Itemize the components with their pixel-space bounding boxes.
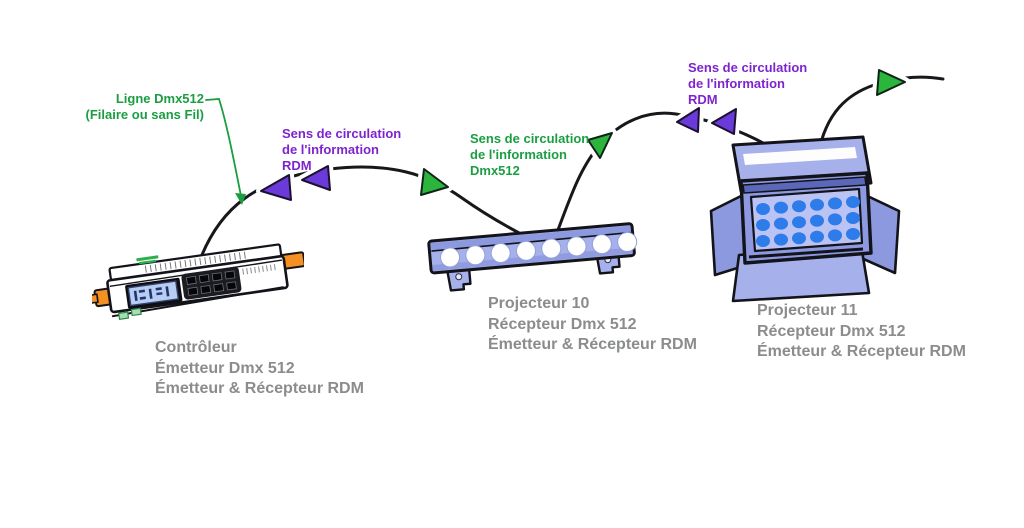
projector10-label: Projecteur 10 Récepteur Dmx 512 Émetteur… xyxy=(488,294,697,356)
dmx-flow-annotation: Sens de circulation de l'information Dmx… xyxy=(470,131,589,179)
device-role: Récepteur Dmx 512 xyxy=(488,315,637,333)
dmx512-arrow-icon xyxy=(583,128,617,163)
vent-hatch xyxy=(242,264,276,275)
keypad-keys xyxy=(185,270,237,296)
annotation-line: Dmx512 xyxy=(470,163,520,178)
vent-hatch xyxy=(144,251,246,273)
led-bar-illustration xyxy=(427,222,638,292)
rdm-flow-annotation-1: Sens de circulation de l'information RDM xyxy=(282,126,401,174)
annotation-line: Ligne Dmx512 xyxy=(115,91,204,106)
lcd-digits xyxy=(133,286,170,301)
rdm-arrow-icon xyxy=(297,161,335,195)
rdm-arrow-icon xyxy=(256,170,296,205)
panel-light-illustration xyxy=(709,135,901,303)
bar-top-shade xyxy=(430,225,631,251)
annotation-line: Sens de circulation xyxy=(688,60,808,75)
device-role: Émetteur Dmx 512 xyxy=(155,359,295,377)
cable-controller-to-projector10 xyxy=(195,165,523,270)
annotation-line: RDM xyxy=(282,158,312,173)
dmx-line-annotation: Ligne Dmx512 (Filaire ou sans Fil) xyxy=(80,91,204,123)
device-title: Projecteur 11 xyxy=(757,302,858,319)
dmx-line-pointer-arrow xyxy=(205,98,246,205)
projector11-label: Projecteur 11 Récepteur Dmx 512 Émetteur… xyxy=(757,301,966,363)
rdm-arrow-icon xyxy=(707,104,741,139)
annotation-line: (Filaire ou sans Fil) xyxy=(85,107,204,122)
dmx512-arrow-icon xyxy=(416,164,453,200)
status-leds xyxy=(118,307,142,320)
device-title: Contrôleur xyxy=(155,339,237,356)
brand-logo xyxy=(136,255,159,262)
device-role: Récepteur Dmx 512 xyxy=(757,322,906,340)
led-matrix xyxy=(756,196,860,247)
device-role: Émetteur & Récepteur RDM xyxy=(488,336,697,353)
controller-label: Contrôleur Émetteur Dmx 512 Émetteur & R… xyxy=(155,338,364,400)
led-lens-row xyxy=(440,231,638,268)
brand-logo xyxy=(138,259,156,265)
device-role: Émetteur & Récepteur RDM xyxy=(155,380,364,397)
annotation-line: de l'information xyxy=(282,142,379,157)
rdm-arrow-icon xyxy=(672,103,704,137)
annotation-line: Sens de circulation xyxy=(470,131,590,146)
controller-illustration xyxy=(92,243,304,320)
annotation-line: Sens de circulation xyxy=(282,126,402,141)
device-role: Émetteur & Récepteur RDM xyxy=(757,343,966,360)
rack-ear-pin xyxy=(92,293,99,304)
dmx512-arrow-icon xyxy=(872,65,910,100)
annotation-line: RDM xyxy=(688,92,718,107)
bar-foot-left xyxy=(445,266,472,292)
annotation-line: de l'information xyxy=(470,147,567,162)
device-title: Projecteur 10 xyxy=(488,295,590,312)
rdm-flow-annotation-2: Sens de circulation de l'information RDM xyxy=(688,60,807,108)
panel-top-rail xyxy=(742,176,867,194)
annotation-line: de l'information xyxy=(688,76,785,91)
sketch-line xyxy=(748,247,864,259)
